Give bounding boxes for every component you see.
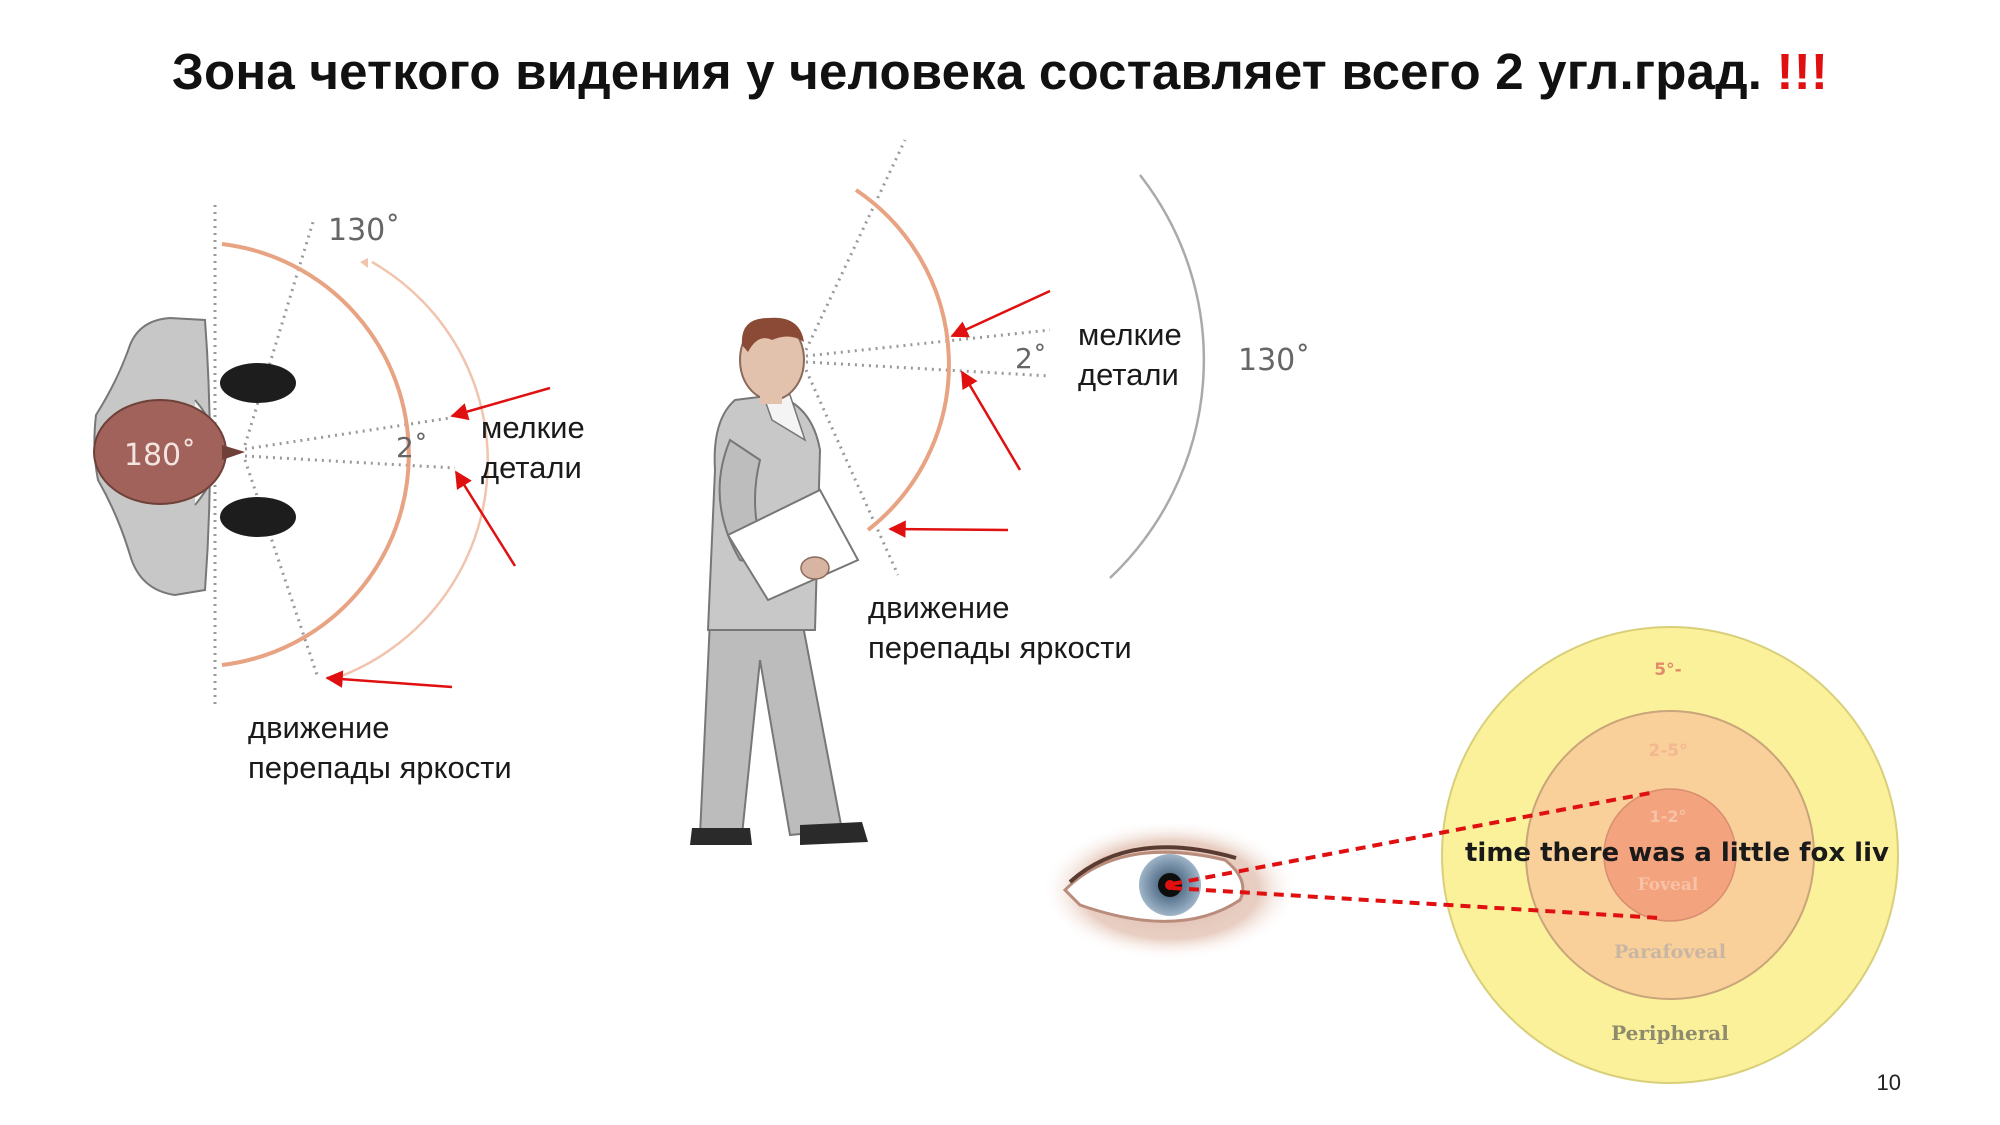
page-title: Зона четкого видения у человека составля… — [0, 42, 2000, 101]
top-view-angle-130: 130˚ — [328, 213, 400, 248]
side-view-angle-130: 130˚ — [1238, 343, 1310, 378]
side-view-fine-details-label: мелкие детали — [1078, 317, 1182, 392]
side-view-motion-label: движение перепады яркости — [868, 590, 1132, 665]
top-view-shoe-upper — [220, 363, 296, 403]
side-view-shoe-front — [800, 822, 868, 845]
side-view-grey-arc — [1109, 174, 1206, 579]
top-view-2deg-line-lower — [244, 454, 456, 470]
side-view-angle-2: 2˚ — [1015, 342, 1047, 375]
top-view-arrow-details-1 — [450, 386, 551, 421]
peripheral-label: Peripheral — [1611, 1021, 1729, 1045]
top-view-180-arc — [221, 242, 411, 667]
top-view-130-line-upper — [243, 221, 315, 446]
side-view-shoe-back — [690, 828, 752, 845]
reading-sample-text: time there was a little fox liv — [1465, 838, 1889, 868]
title-exclamation: !!! — [1776, 43, 1829, 100]
zone-label-outer: 5°- — [1654, 660, 1681, 680]
side-view-130-line-upper — [804, 139, 907, 351]
side-view-arrow-details-1 — [950, 289, 1051, 338]
gaze-line-lower — [1171, 886, 1661, 920]
side-view-arrow-details-2 — [960, 370, 1022, 471]
parafoveal-label: Parafoveal — [1614, 941, 1726, 963]
side-view-orange-arc — [854, 188, 951, 532]
top-view-130-line-lower — [243, 459, 320, 679]
side-view-2deg-line-upper — [805, 328, 1051, 358]
eye-fovea-diagram: 5°- 2-5° 1-2° Foveal Parafoveal Peripher… — [1020, 618, 1908, 1090]
title-text: Зона четкого видения у человека составля… — [171, 43, 1763, 100]
zone-label-inner: 1-2° — [1650, 807, 1687, 826]
side-view-hair — [741, 317, 804, 352]
top-view-outer-arc — [329, 260, 490, 682]
top-view-shoe-lower — [220, 497, 296, 537]
top-view-fine-details-label: мелкие детали — [481, 410, 585, 485]
top-view-figure: 180˚ 130˚ 2˚ — [93, 205, 551, 705]
side-view-legs — [698, 608, 844, 837]
foveal-zone-ring — [1603, 788, 1737, 922]
side-view-130-line-lower — [804, 369, 900, 576]
side-view-2deg-line-lower — [805, 360, 1051, 378]
top-view-angle-180: 180˚ — [124, 438, 196, 473]
zone-label-middle: 2-5° — [1648, 741, 1687, 761]
page-number: 10 — [1876, 1070, 1901, 1095]
side-view-figure: 2˚ 130˚ — [690, 139, 1310, 845]
gaze-line-upper — [1171, 791, 1651, 886]
foveal-label: Foveal — [1638, 875, 1699, 895]
top-view-arrow-details-2 — [454, 470, 517, 567]
top-view-motion-label: движение перепады яркости — [248, 710, 512, 785]
top-view-arrow-motion — [325, 670, 453, 689]
top-view-angle-2: 2˚ — [396, 431, 428, 464]
side-view-arrow-motion — [888, 520, 1009, 538]
